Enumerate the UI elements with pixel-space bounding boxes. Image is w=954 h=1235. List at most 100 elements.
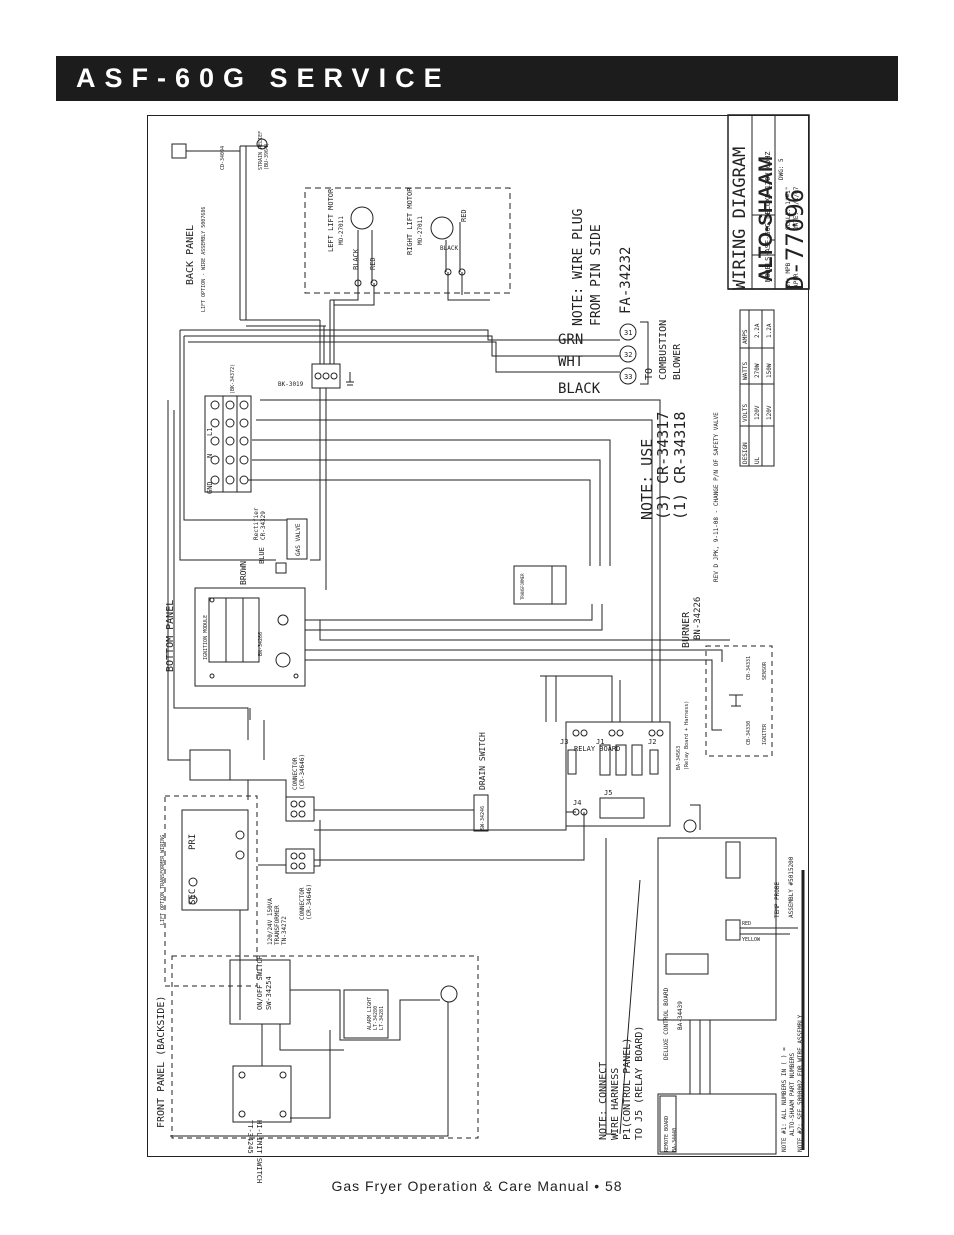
note-numbers-1b: ALTO-SHAAM PART NUMBERS [789,1053,796,1136]
footer-text: Gas Fryer Operation & Care Manual • 58 [331,1178,623,1194]
note-use-2: (3) CR-34317 [654,412,672,520]
title-block [727,114,810,467]
label-hi-limit-switch-pn: TT-34245 [246,1120,254,1154]
burner-region [705,645,773,757]
label-rectifier: Rectifier [253,507,260,540]
label-deluxe-control-board-pn: BA-34439 [677,1001,684,1030]
note-blower: BLOWER [672,343,683,380]
back-panel-label: BACK PANEL [185,225,196,285]
title-by: BY: MPB [785,262,792,288]
wire-yellow: YELLOW [742,937,761,943]
blower-pin-33: 33 [624,373,632,381]
ratings-header-amps: AMPS [742,329,749,344]
label-j5: J5 [604,789,612,797]
gas-valve [275,518,308,574]
note-numbers-2: NOTE #2: SEE 5000002 FOR WIRE ASSEMBLY [797,1014,804,1152]
deluxe-control-board-box [657,837,798,1021]
label-term-l1: L1 [206,428,214,436]
label-drain-switch-pn: SW-34246 [480,806,486,830]
wire-grn: GRN [558,332,583,348]
label-j1: J1 [596,738,604,746]
title-scale: SCALE: 1"=1" [785,187,792,230]
label-left-lift-motor: LEFT LIFT MOTOR [327,188,335,252]
note-connect: NOTE: CONNECT [598,1062,609,1140]
label-right-lift-motor-pn: MO-27011 [417,216,424,245]
label-j2: J2 [648,738,656,746]
blower-pin-31: 31 [624,329,632,337]
wire-black: BLACK [558,381,601,397]
label-connector-1-pn: (CR-34646) [299,754,306,790]
label-igniter: IGNITER [762,723,768,745]
drawing-number: D-77096 [781,189,809,290]
label-transformer: TRANSFORMER [274,905,281,945]
label-relay-board-pn: BA-34563 [676,746,682,770]
label-transformer-top: TRANSFORMER [520,573,525,600]
label-burner: BURNER [681,611,692,648]
note-connect-3: P1(CONTROL PANEL) [622,1038,633,1140]
note-combustion: COMBUSTION [658,320,669,380]
label-cord: CD-34094 [220,146,226,170]
label-sensor-pn: CB-34331 [746,656,752,680]
blower-pin-32: 32 [624,351,632,359]
note-numbers-1: NOTE #1: ALL NUMBERS IN ( ) = [781,1047,788,1152]
wiring-diagram-frame [147,115,809,1157]
label-burner-pn: BN-34226 [693,597,703,640]
note-use: NOTE: USE [638,439,656,520]
label-sec: SEC [188,889,198,905]
ratings-cell: 120V [766,405,773,420]
label-hi-limit-switch: HI-LIMIT SWITCH [255,1120,263,1183]
wire-red: RED [369,257,377,270]
ratings-cell: 2.2A [754,323,761,338]
note-to: TO [644,368,655,380]
label-term-n: N [206,454,214,458]
ratings-cell: 120V [754,405,761,420]
bottom-panel-label: BOTTOM PANEL [165,600,176,672]
title-appr: APPR [793,273,800,288]
left-lift-motor [350,206,374,230]
ignition-module-box [194,587,306,687]
relay-board-box [565,721,697,833]
label-j4: J4 [573,799,581,807]
wire-red-right: RED [460,209,468,222]
wire-blue: BLUE [258,547,266,564]
note-wire-plug: NOTE: WIRE PLUG [571,208,586,326]
page-title: ASF-60G SERVICE [76,63,451,93]
front-panel-label: FRONT PANEL (BACKSIDE) [156,996,167,1128]
note-use-3: (1) CR-34318 [671,412,689,520]
label-alarm-light-pn2: LT-34281 [379,1006,385,1030]
power-cord [171,138,326,327]
label-connector-2: CONNECTOR [299,887,306,920]
ratings-cell: 270W [754,363,761,378]
ratings-header-watts: WATTS [742,362,749,380]
note-connect-4: TO J5 (RELAY BOARD) [634,1026,645,1140]
rev-note: REV D JPK, 9-11-08 - CHANGE P/N OF SAFET… [713,412,720,582]
lift-transformer-region [164,749,258,987]
label-alarm-light: ALARM LIGHT [367,997,373,1030]
label-on-off-switch: ON/OFF SWITCH [256,955,264,1010]
label-igniter-pn: CB-34330 [746,721,752,745]
wire-black-right: BLACK [440,245,458,252]
wiring-runs [167,272,805,1150]
remote-board-box [657,1093,777,1155]
front-panel-region [171,955,479,1139]
label-connector-1: CONNECTOR [292,757,299,790]
page-footer: Gas Fryer Operation & Care Manual • 58 [0,1178,954,1194]
title-dwg: DWG: 5 [778,158,785,180]
diagram-brand-logo: ALTO-SHAAM [756,156,777,282]
label-remote-board-pn: BA-34440 [672,1128,678,1152]
label-strain-relief-pn: (BU-3964) [264,143,270,170]
label-lift-option: LIFT OPTION - WIRE ASSEMBLY 5007686 [201,207,207,312]
diagram-title: WIRING DIAGRAM [730,147,750,290]
label-sensor: SENSOR [762,661,768,680]
transformer-top [513,565,567,605]
label-transformer-tn: TN-34272 [281,916,288,945]
blower-connector [619,321,649,385]
label-relay-board: RELAY BOARD [574,745,620,753]
title-date: DATE: 7/1/07 [793,186,800,230]
ratings-cell: 150W [766,363,773,378]
label-alarm-light-pn: LT-34280 [373,1006,379,1030]
ratings-cell: 1.2A [766,323,773,338]
label-gas-valve: GAS VALVE [295,523,302,556]
right-lift-motor [430,216,454,240]
label-temp-probe-pn: ASSEMBLY #5015200 [788,856,795,918]
